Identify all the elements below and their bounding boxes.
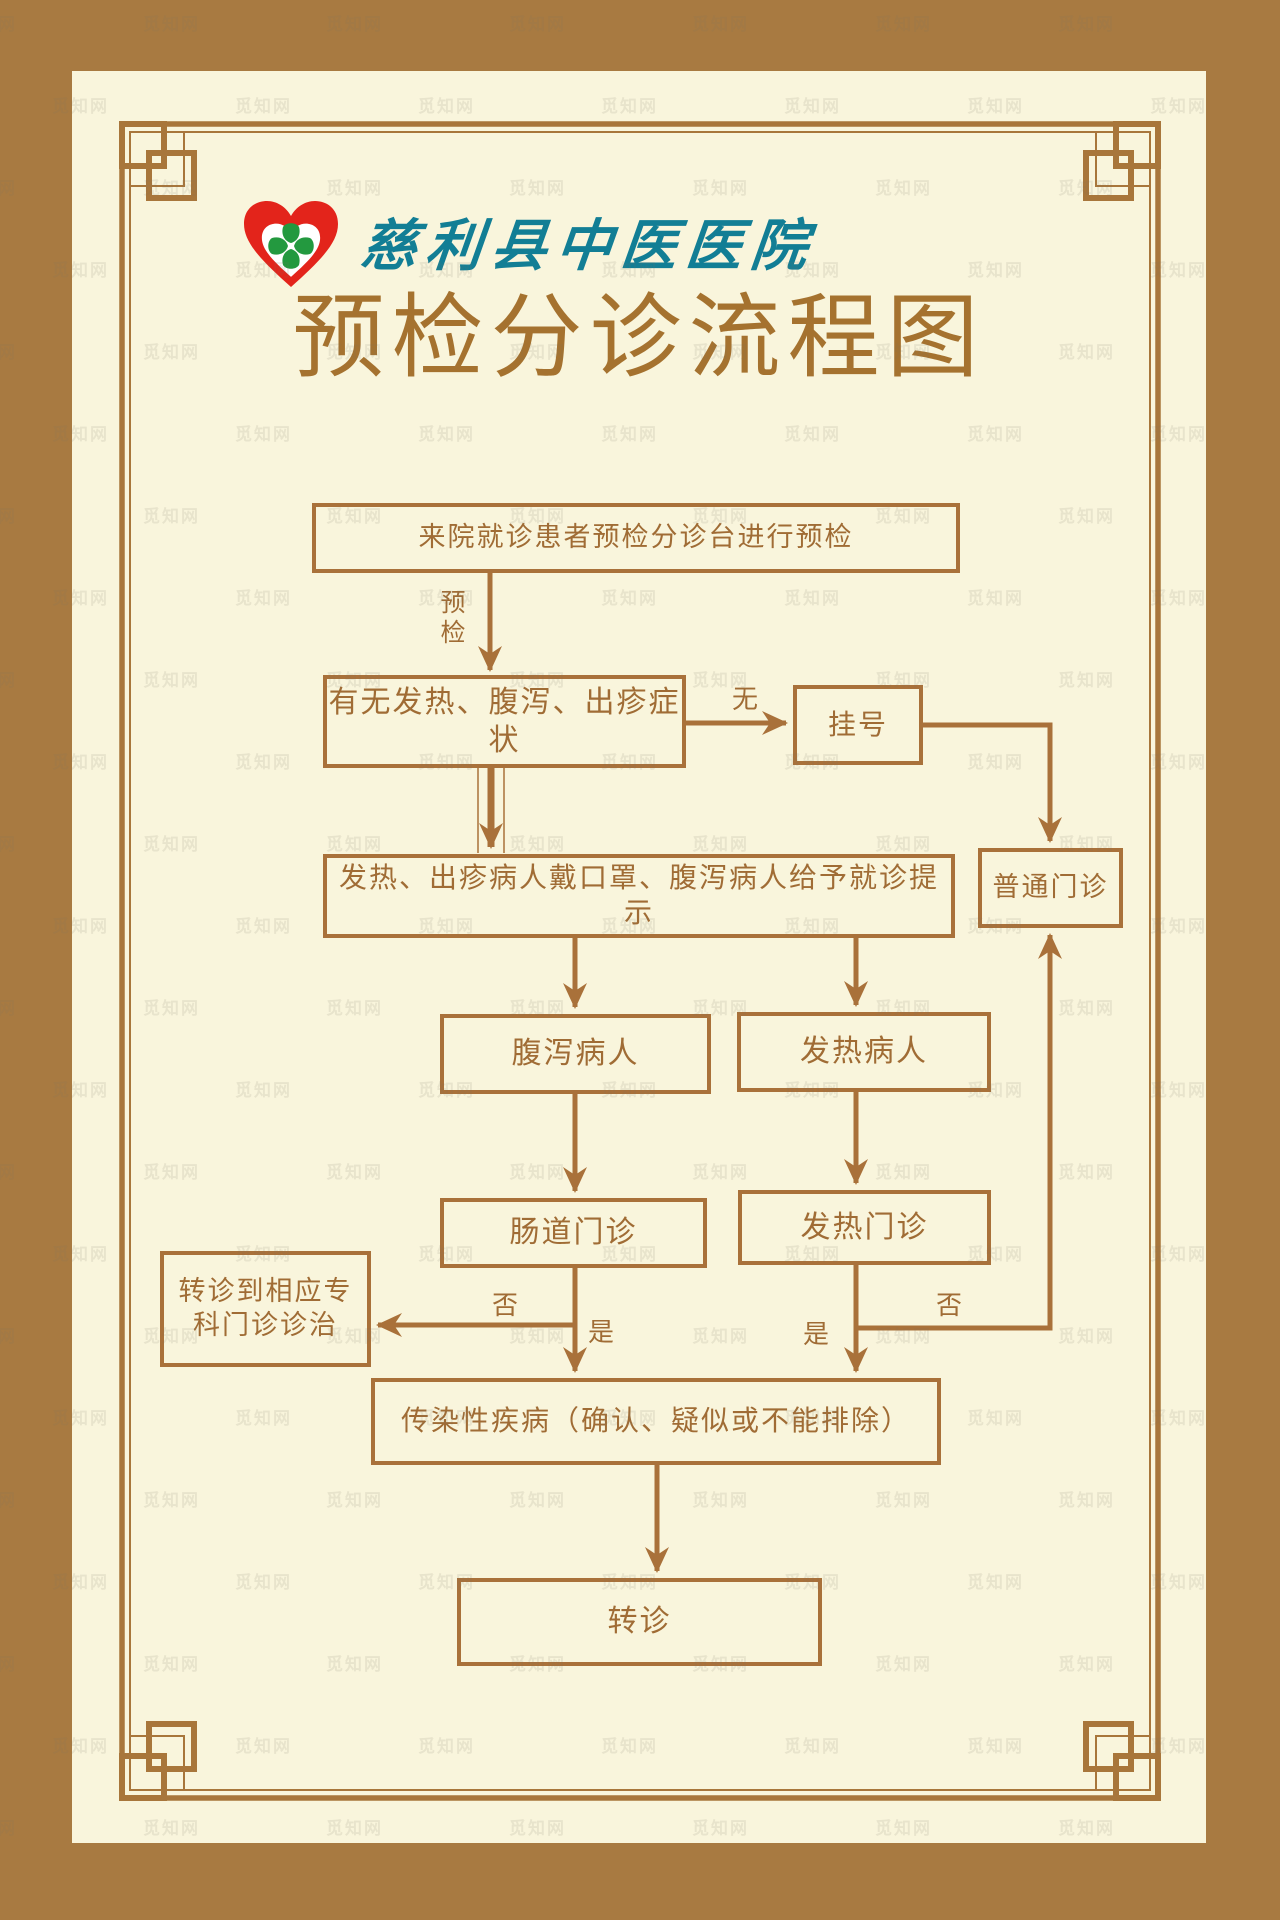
watermark-text: 觅知网 [0,507,17,526]
label-no-right: 否 [936,1291,964,1320]
watermark-text: 觅知网 [0,999,17,1018]
label-yes-left: 是 [588,1318,616,1347]
referral-line1: 转诊到相应专 [178,1276,353,1307]
poster-canvas: 慈利县中医医院 预检分诊流程图 来院就诊患者预检分诊台进行预检 有无发热、腹泻、… [72,71,1206,1843]
flow-box-referral-specialist: 转诊到相应专 科门诊诊治 [160,1251,371,1367]
watermark-text: 觅知网 [326,15,383,34]
watermark-text: 觅知网 [509,15,566,34]
corner-knot-top-left [119,121,197,201]
watermark-text: 觅知网 [0,1327,17,1346]
corner-knot-bottom-left [119,1721,197,1801]
flow-box-mask-tip: 发热、出疹病人戴口罩、腹泻病人给予就诊提示 [323,854,955,938]
referral-line2: 科门诊诊治 [193,1310,338,1340]
label-no-symptom: 无 [732,685,760,714]
watermark-text: 觅知网 [1058,15,1115,34]
flow-box-register: 挂号 [793,685,923,765]
logo-cross-green [268,223,314,269]
corner-knot-bottom-right [1083,1721,1161,1801]
watermark-text: 觅知网 [0,671,17,690]
watermark-text: 觅知网 [0,343,17,362]
watermark-text: 觅知网 [0,1655,17,1674]
watermark-text: 觅知网 [875,15,932,34]
watermark-text: 觅知网 [0,835,17,854]
connector-feverclinic-no-to-general [856,933,1062,1331]
flow-box-fever-clinic: 发热门诊 [738,1190,991,1265]
watermark-text: 觅知网 [0,1491,17,1510]
flow-box-fever-patient: 发热病人 [737,1012,991,1092]
label-precheck-step: 预检 [440,590,466,647]
flow-box-infectious-disease: 传染性疾病（确认、疑似或不能排除） [371,1378,941,1465]
flow-box-transfer: 转诊 [457,1578,822,1666]
connector-register-to-general [923,722,1062,843]
heart-cross-logo [244,201,338,287]
flow-box-intestinal-clinic: 肠道门诊 [440,1198,707,1268]
watermark-text: 觅知网 [0,1819,17,1838]
watermark-text: 觅知网 [143,15,200,34]
corner-knot-top-right [1083,121,1161,201]
watermark-text: 觅知网 [692,15,749,34]
flow-box-precheck: 来院就诊患者预检分诊台进行预检 [312,503,960,573]
watermark-text: 觅知网 [0,179,17,198]
label-yes-right: 是 [803,1320,831,1349]
flow-box-general-clinic: 普通门诊 [978,848,1123,928]
label-no-left: 否 [492,1291,520,1320]
flow-box-symptom: 有无发热、腹泻、出疹症状 [323,675,686,768]
flow-box-diarrhea-patient: 腹泻病人 [440,1014,711,1094]
watermark-text: 觅知网 [0,15,17,34]
page-title: 预检分诊流程图 [292,287,986,389]
watermark-text: 觅知网 [0,1163,17,1182]
